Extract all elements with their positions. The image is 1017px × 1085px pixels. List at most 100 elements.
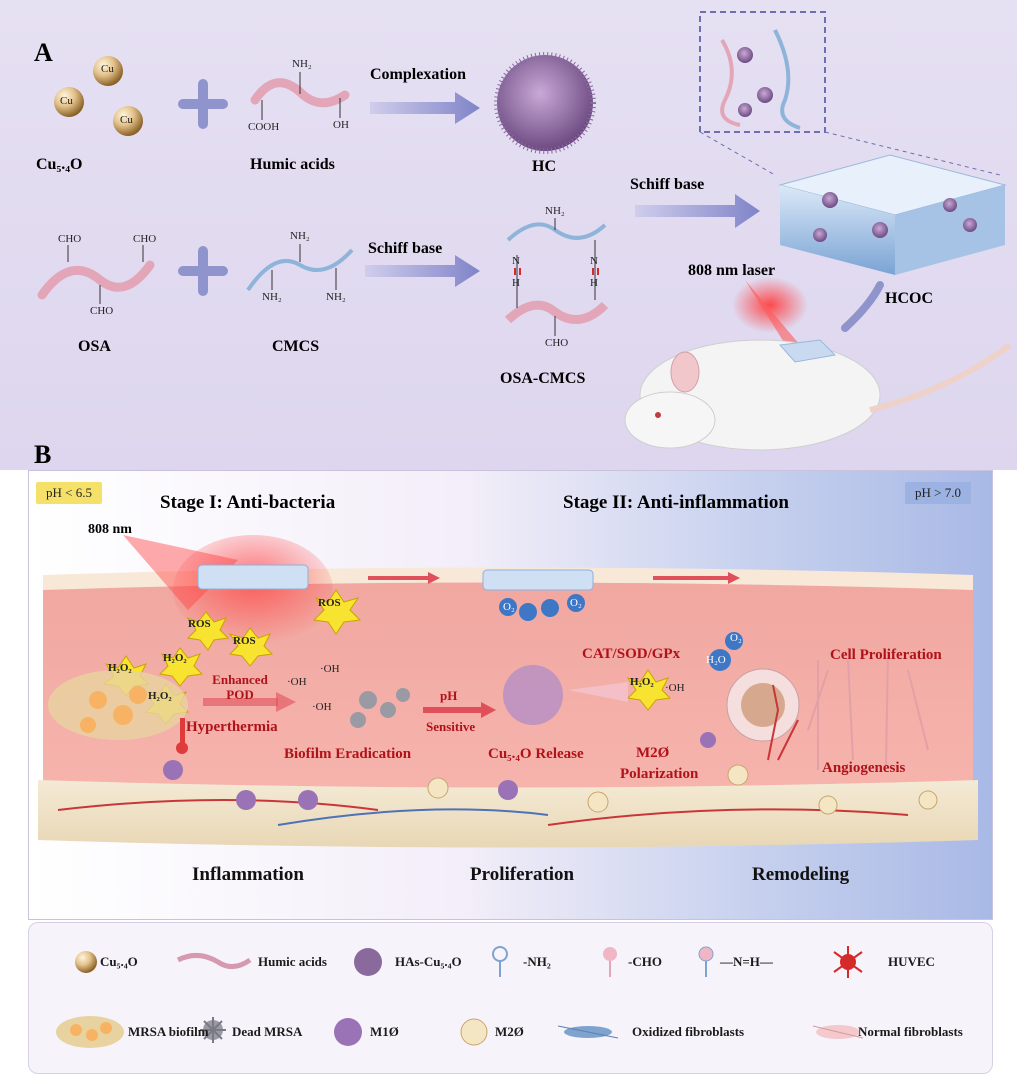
chem-cho-4: CHO <box>545 337 569 349</box>
legend-m2-icon <box>460 1018 488 1046</box>
cmcs-chain <box>246 248 354 292</box>
chem-cu-3: Cu <box>120 114 133 126</box>
schiff-label-1: Schiff base <box>368 240 443 257</box>
legend-label-m1: M1Ø <box>370 1024 399 1039</box>
osa-label: OSA <box>78 338 111 355</box>
ros-1: ROS <box>188 618 211 630</box>
osa-chain <box>37 260 155 300</box>
phase-proliferation: Proliferation <box>470 864 575 885</box>
legend-m1-icon <box>334 1018 362 1046</box>
phase-inflammation: Inflammation <box>192 864 304 885</box>
legend-nh2-icon <box>492 946 508 977</box>
legend-label-mrsa-biofilm: MRSA biofilm <box>128 1024 209 1039</box>
legend-cu-icon <box>75 951 97 973</box>
h2o2-1: H₂O₂ <box>108 662 132 674</box>
schiff-arrow-2 <box>635 194 760 228</box>
ros-2: ROS <box>318 597 341 609</box>
chem-cho-2: CHO <box>133 233 157 245</box>
chem-nh2-humic: NH₂ <box>292 58 312 70</box>
hydrogel-piece-1 <box>197 564 309 590</box>
complexation-arrow <box>370 92 480 124</box>
hcoc-arrow <box>841 281 884 332</box>
cat-sod-gpx-label: CAT/SOD/GPx <box>582 646 681 662</box>
legend-label-dead-mrsa: Dead MRSA <box>232 1024 303 1039</box>
chem-cho-3: CHO <box>90 305 114 317</box>
ph-high-badge: pH > 7.0 <box>905 482 971 504</box>
oh-3: ·OH <box>312 701 332 713</box>
cmcs-label: CMCS <box>272 338 320 355</box>
chem-nh2-4: NH₂ <box>545 205 565 217</box>
panel-b-graphics <box>38 535 978 848</box>
hyperthermia-label: Hyperthermia <box>186 719 278 735</box>
cu-ball-group <box>54 56 143 136</box>
legend-label-cho: -CHO <box>628 954 662 969</box>
chem-h-2: H <box>590 277 598 289</box>
legend-label-oxidized-fibroblasts: Oxidized fibroblasts <box>632 1024 745 1039</box>
humic-label: Humic acids <box>250 156 335 173</box>
stage2-title: Stage II: Anti-inflammation <box>563 492 789 513</box>
hc-label: HC <box>532 158 556 175</box>
h2o-label: H₂O <box>706 654 726 666</box>
cu-label: Cu₅.₄O <box>36 156 83 173</box>
phase-remodeling: Remodeling <box>752 864 850 885</box>
hc-sphere <box>494 52 596 154</box>
ph-sensitive-2: Sensitive <box>426 719 476 734</box>
chem-nh2-2: NH₂ <box>262 291 282 303</box>
legend-nh-bond-icon <box>698 946 714 977</box>
legend-humic-icon <box>176 953 252 969</box>
legend-box <box>28 922 993 1074</box>
m2-polarization-2: Polarization <box>620 766 699 782</box>
hcoc-hydrogel <box>778 154 1007 275</box>
h2o2-3: H₂O₂ <box>148 690 172 702</box>
inset-box <box>699 11 826 133</box>
legend-icons <box>56 946 864 1048</box>
legend-label-m2: M2Ø <box>495 1024 524 1039</box>
legend-normal-fibroblast-icon <box>812 1025 864 1039</box>
panel-b-label: B <box>34 440 52 469</box>
legend-label-huvec: HUVEC <box>888 954 935 969</box>
legend-label-cu: Cu₅.₄O <box>100 954 138 969</box>
legend-label-humic: Humic acids <box>258 954 327 969</box>
o2-3: O₂ <box>730 632 742 644</box>
legend-label-nh2: -NH₂ <box>523 954 551 969</box>
o2-2: O₂ <box>570 597 582 609</box>
oh-2: ·OH <box>320 663 340 675</box>
hydrogel-piece-2 <box>482 569 594 591</box>
chem-cu-1: Cu <box>101 63 114 75</box>
chem-nh2-1: NH₂ <box>290 230 310 242</box>
stage1-title: Stage I: Anti-bacteria <box>160 492 336 513</box>
schiff-arrow-1 <box>365 255 480 287</box>
ph-low-badge: pH < 6.5 <box>36 482 102 504</box>
biofilm-eradication-label: Biofilm Eradication <box>284 746 412 762</box>
legend-mrsa-biofilm-icon <box>56 1016 124 1048</box>
enhanced-pod-label: Enhanced POD <box>212 672 268 702</box>
ros-3: ROS <box>233 635 256 647</box>
complexation-label: Complexation <box>370 66 466 83</box>
hcoc-label: HCOC <box>885 290 933 307</box>
oh-4: ·OH <box>665 682 685 694</box>
mouse-illustration <box>624 339 1012 451</box>
legend-has-cu-icon <box>354 948 382 976</box>
chem-nh2-3: NH₂ <box>326 291 346 303</box>
laser-beam <box>732 277 808 333</box>
legend-huvec-icon <box>833 946 863 978</box>
cu-release-label: Cu₅.₄O Release <box>488 746 584 762</box>
panel-a-label: A <box>34 38 53 67</box>
ph-sensitive-1: pH <box>440 688 458 703</box>
legend-dead-mrsa-icon <box>200 1017 226 1043</box>
cell-proliferation-label: Cell Proliferation <box>830 647 942 663</box>
legend-oxidized-fibroblast-icon <box>557 1025 619 1039</box>
osa-cmcs-label: OSA-CMCS <box>500 370 586 387</box>
chem-n-1: N <box>512 255 520 267</box>
o2-1: O₂ <box>503 601 515 613</box>
legend-label-nh-bond: —N=H— <box>720 954 773 969</box>
legend-label-has-cu: HAs-Cu₅.₄O <box>395 954 462 969</box>
chem-oh: OH <box>333 119 349 131</box>
h2o2-2: H₂O₂ <box>163 652 187 664</box>
laser-label: 808 nm laser <box>688 262 776 279</box>
panel-a-graphics <box>37 11 1012 451</box>
h2o2-4: H₂O₂ <box>630 676 654 688</box>
nm808-label: 808 nm <box>88 522 132 537</box>
legend-label-normal-fibroblasts: Normal fibroblasts <box>858 1024 963 1039</box>
plus-icon <box>178 79 228 296</box>
